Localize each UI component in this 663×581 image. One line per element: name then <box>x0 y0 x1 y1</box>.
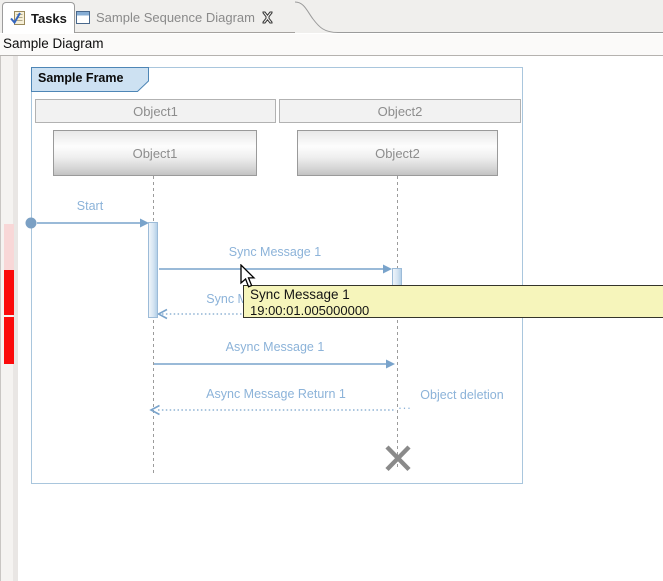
lifeline-head-object1[interactable]: Object1 <box>53 130 257 176</box>
execution-bar-object1[interactable] <box>148 222 158 318</box>
sync-message-1-label[interactable]: Sync Message 1 <box>228 245 322 259</box>
tab-sequence-label: Sample Sequence Diagram <box>96 9 255 25</box>
column-header-object2[interactable]: Object2 <box>279 99 521 123</box>
frame-label-shape <box>31 67 149 92</box>
column-header-object1-label: Object1 <box>133 103 178 119</box>
frame-label-text: Sample Frame <box>38 71 124 85</box>
sequence-diagram-icon <box>76 10 90 24</box>
tasks-icon <box>10 11 25 25</box>
sequence-frame <box>31 67 523 484</box>
time-compression-bar[interactable] <box>0 56 20 581</box>
view-header: Sample Diagram <box>0 34 663 56</box>
view-title: Sample Diagram <box>3 36 104 51</box>
lifeline-head-object2[interactable]: Object2 <box>297 130 498 176</box>
tooltip-timestamp: 19:00:01.005000000 <box>250 303 370 318</box>
tab-tasks[interactable]: Tasks <box>2 2 75 33</box>
column-header-object2-label: Object2 <box>377 103 423 119</box>
column-header-object1[interactable]: Object1 <box>35 99 276 123</box>
object-deletion-ellipsis: ... <box>398 398 412 412</box>
message-tooltip: Sync Message 1 19:00:01.005000000 <box>243 285 663 318</box>
start-message-label[interactable]: Start <box>76 199 104 213</box>
tooltip-title: Sync Message 1 <box>250 287 350 302</box>
async-message-1-label[interactable]: Async Message 1 <box>225 340 325 354</box>
time-marker-red-2[interactable] <box>4 317 14 364</box>
async-message-return-1-label[interactable]: Async Message Return 1 <box>206 387 346 401</box>
tab-sample-sequence-diagram[interactable]: Sample Sequence Diagram <box>72 2 278 32</box>
tab-tasks-label: Tasks <box>31 10 67 26</box>
frame-label: Sample Frame <box>31 67 149 92</box>
lifeline-head-object2-label: Object2 <box>375 145 420 161</box>
lifeline-head-object1-label: Object1 <box>132 145 178 161</box>
time-marker-red-1[interactable] <box>4 270 14 315</box>
time-marker-light[interactable] <box>4 224 14 270</box>
close-icon[interactable] <box>261 11 274 24</box>
object-deletion-label[interactable]: Object deletion <box>420 388 504 402</box>
